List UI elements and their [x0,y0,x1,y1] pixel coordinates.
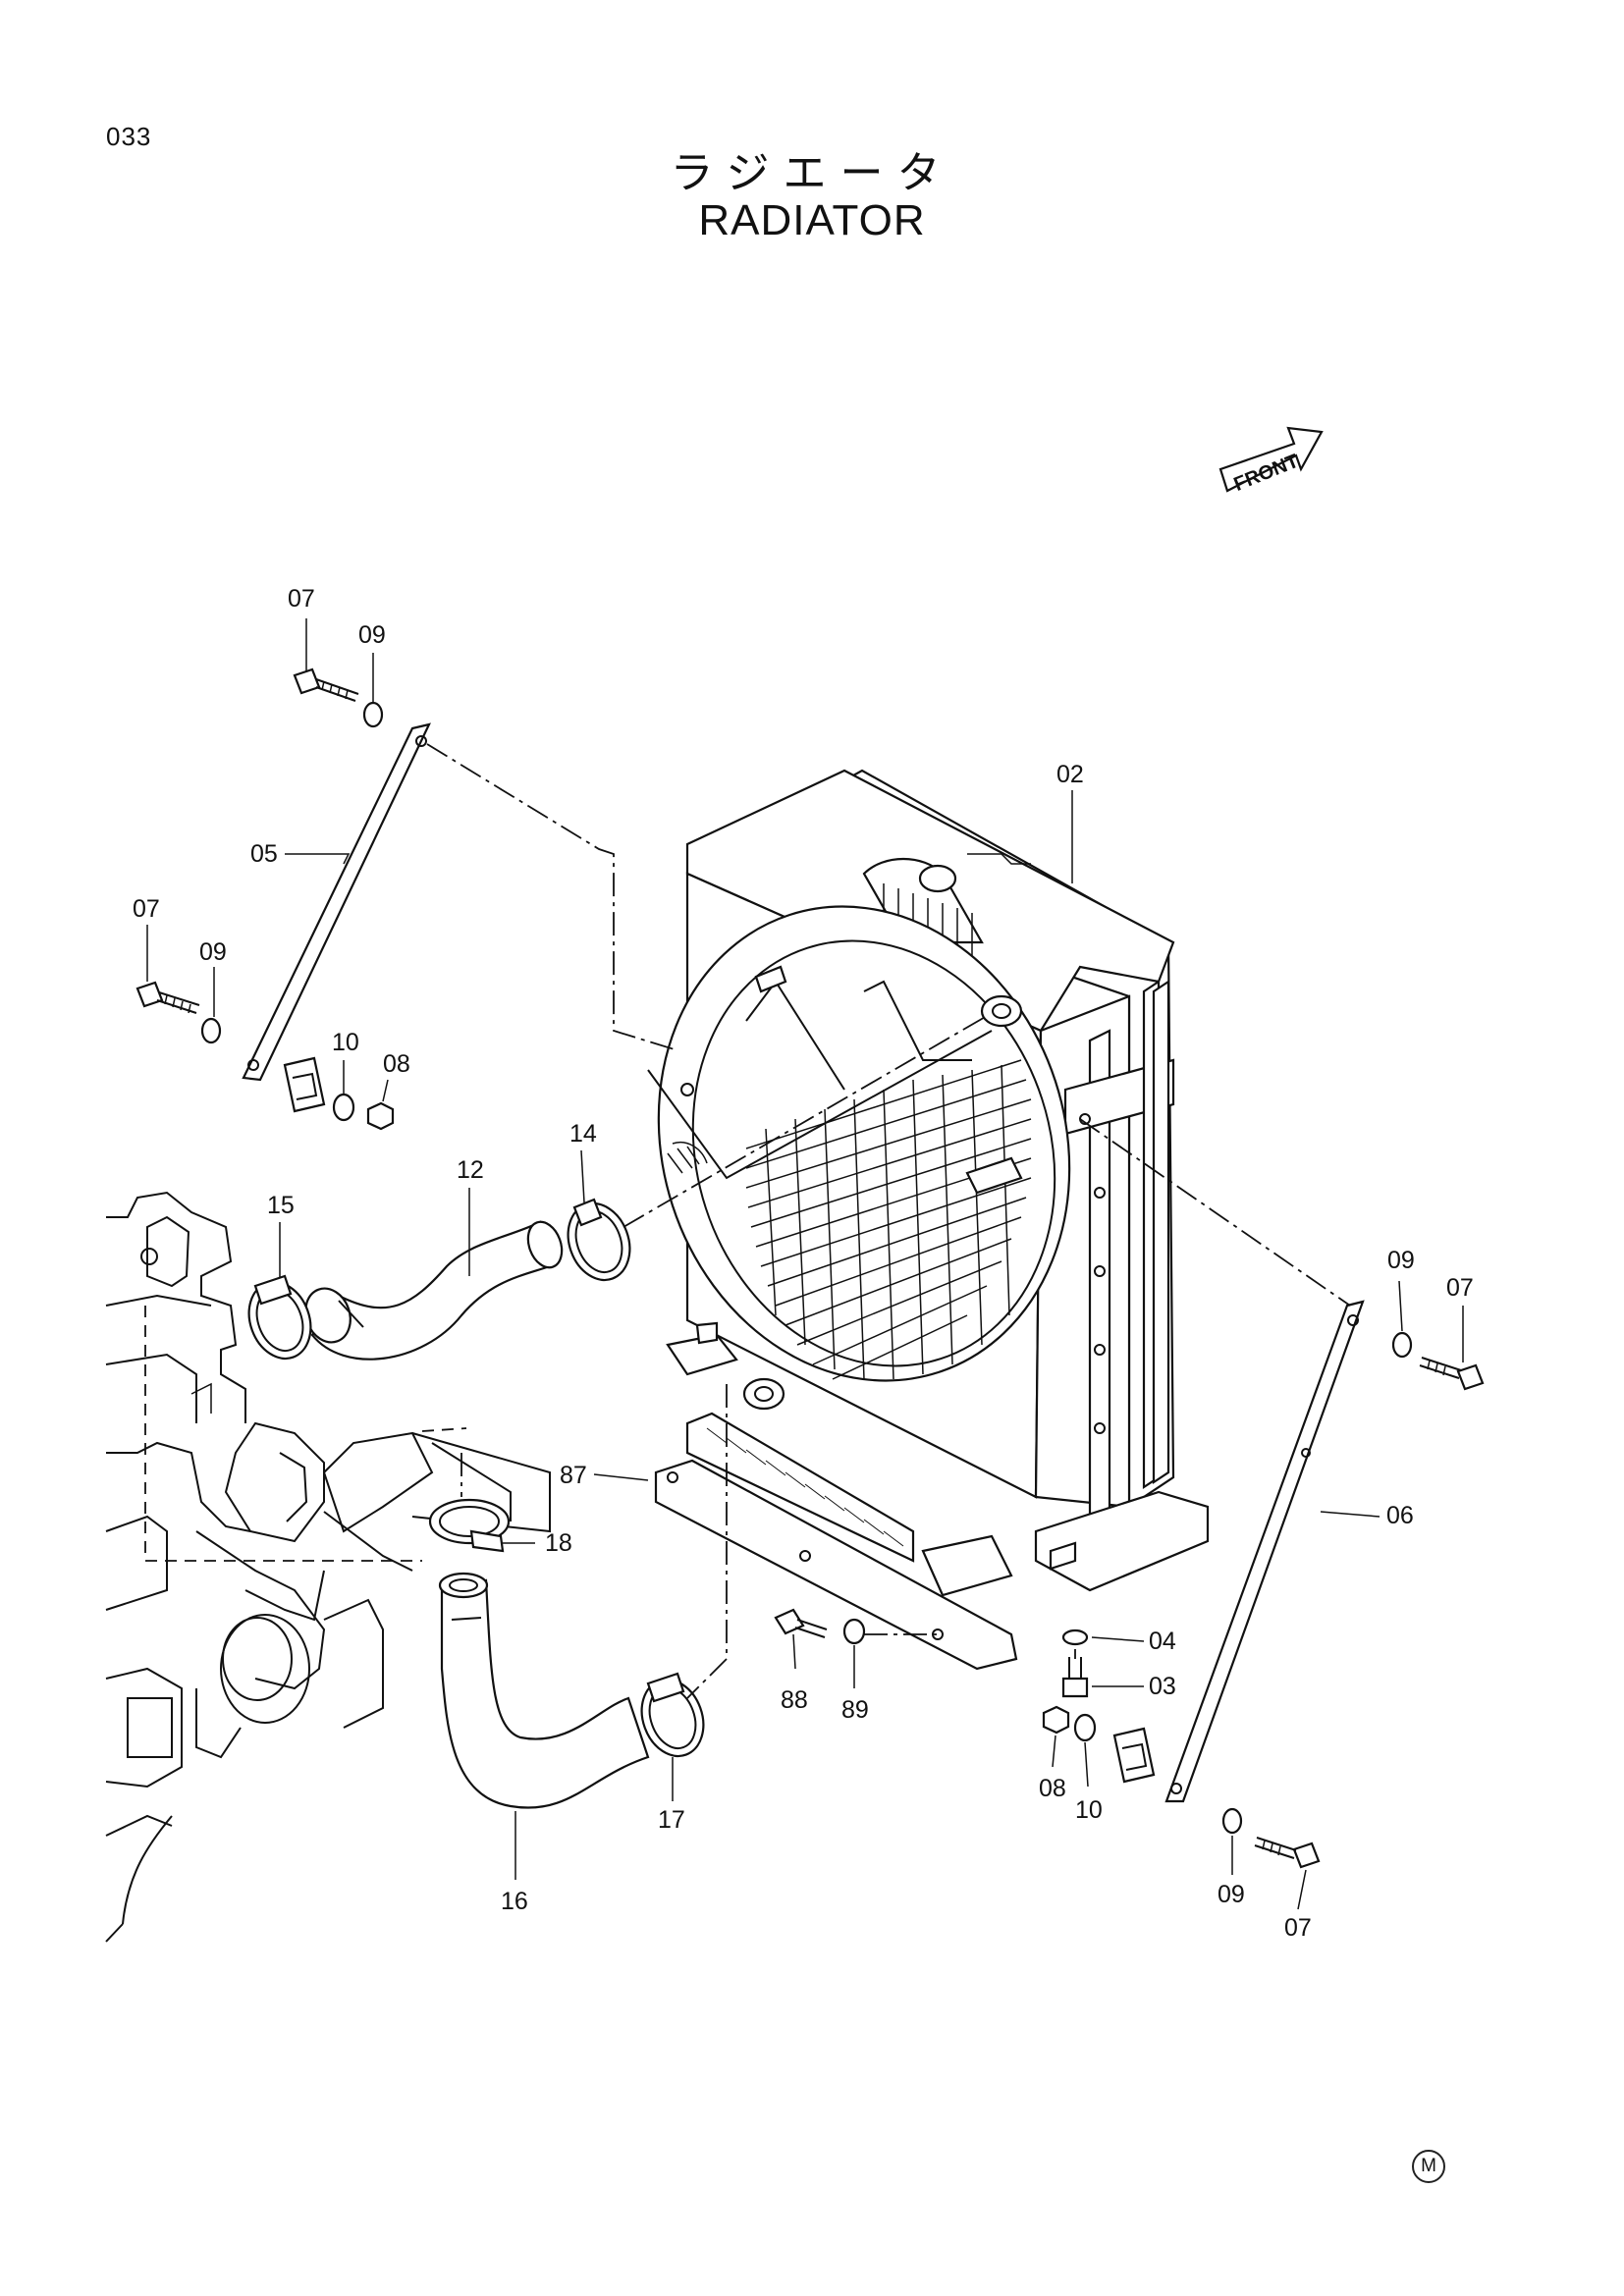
callout-02: 02 [1056,761,1084,788]
bolt-07-a [293,667,359,702]
washer-10-b [1073,1713,1097,1742]
title-japanese: ラジエータ [670,149,954,197]
rubber-mount-a [283,1056,326,1113]
callout-17: 17 [658,1806,685,1834]
nut-08-b [1042,1705,1070,1735]
assembly-line-06 [1079,1118,1351,1307]
assembly-line-17 [686,1384,728,1699]
callout-09: 09 [358,621,386,649]
callout-15: 15 [267,1192,295,1219]
callout-06: 06 [1386,1502,1414,1529]
washer-09-b [200,1017,222,1044]
callout-10: 10 [332,1029,359,1056]
bolt-88 [774,1608,828,1638]
callout-89: 89 [841,1696,869,1724]
radiator-grille [745,1059,1032,1380]
callout-05: 05 [250,840,278,868]
callout-09: 09 [1387,1247,1415,1274]
title-english: RADIATOR [698,196,926,244]
nut-08-a [366,1101,395,1131]
rubber-mount-b [1112,1727,1156,1784]
hose-16 [438,1572,650,1809]
bolt-07-b [135,981,200,1014]
stay-rod-06 [1164,1300,1365,1803]
radiator-assembly [647,769,1210,1592]
engine-block [105,1191,551,1943]
callout-12: 12 [457,1156,484,1184]
callout-08: 08 [1039,1775,1066,1802]
callout-07: 07 [1284,1914,1312,1942]
washer-09-c [1391,1331,1413,1359]
callout-08: 08 [383,1050,410,1078]
callout-88: 88 [781,1686,808,1714]
leader-lines [146,618,1464,1910]
hose-clamp-15 [247,1274,312,1361]
bolt-07-c [1419,1357,1485,1391]
lower-guard-87 [654,1412,1018,1671]
callout-87: 87 [560,1462,587,1489]
callout-10: 10 [1075,1796,1103,1824]
page-number: 033 [106,122,152,151]
callout-07: 07 [1446,1274,1474,1302]
hose-clamp-18 [428,1498,511,1553]
hose-12 [304,1220,564,1361]
callout-16: 16 [501,1888,528,1915]
hose-clamp-14 [567,1198,631,1282]
stay-rod-05 [242,722,431,1082]
washer-89 [842,1618,866,1645]
assembly-line-05 [426,743,678,1051]
callout-09: 09 [1218,1881,1245,1908]
washer-09-d [1221,1807,1243,1835]
assembly-line-14 [623,1015,988,1228]
callout-04: 04 [1149,1628,1176,1655]
callout-07: 07 [133,895,160,923]
footer-mark: M [1412,2150,1445,2183]
callout-03: 03 [1149,1673,1176,1700]
bolt-07-d [1254,1837,1321,1869]
bolt-03 [1061,1657,1089,1698]
washer-09-a [362,701,384,728]
callout-07: 07 [288,585,315,613]
front-arrow-icon: FRONT [1218,426,1324,496]
callout-09: 09 [199,938,227,966]
callout-14: 14 [569,1120,597,1148]
washer-04 [1061,1629,1089,1646]
washer-10-a [332,1093,355,1122]
callout-18: 18 [545,1529,572,1557]
